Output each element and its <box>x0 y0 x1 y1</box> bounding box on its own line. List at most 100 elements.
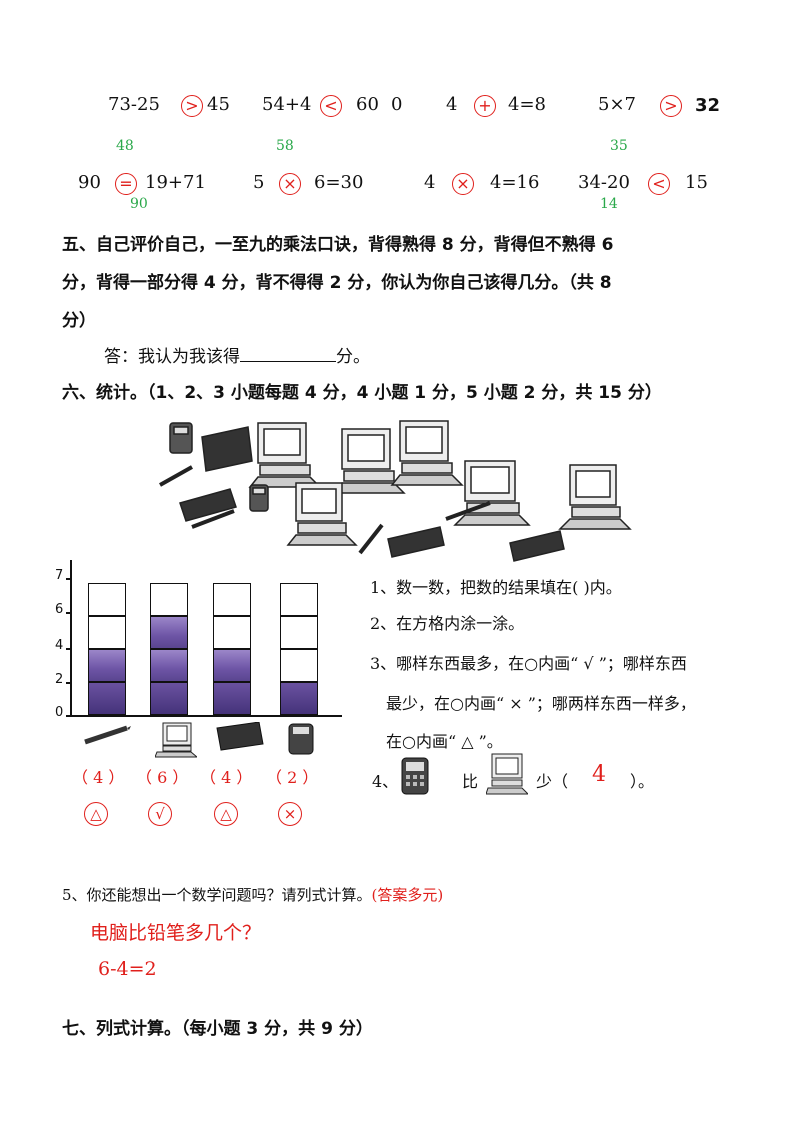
section-7-title: 七、列式计算。（每小题 3 分，共 9 分） <box>62 1019 373 1039</box>
compare-symbol: > <box>660 95 682 117</box>
pencil-icon <box>445 501 491 521</box>
y-tick-label: 2 <box>55 672 64 687</box>
bar-cell-empty[interactable] <box>280 616 318 649</box>
question-4-close: ）。 <box>630 772 655 791</box>
note: 35 <box>610 138 628 154</box>
question-5-answer-question: 电脑比铅笔多几个？ <box>90 922 262 944</box>
expr: 90 <box>78 172 101 193</box>
expr: 73-25 <box>108 94 160 115</box>
count-label: （ 6 ） <box>136 768 189 787</box>
bar-cell-filled[interactable] <box>280 682 318 715</box>
computer-icon <box>248 422 322 488</box>
keyboard-icon <box>179 488 237 522</box>
expr: 54+4 <box>262 94 312 115</box>
y-tick <box>66 648 71 650</box>
keyboard-icon <box>387 526 445 558</box>
answer-suffix: 分。 <box>336 347 370 367</box>
bar-cell-filled[interactable] <box>88 649 126 682</box>
count-label: （ 4 ） <box>72 768 125 787</box>
bar-cell-empty[interactable] <box>88 583 126 616</box>
expr: 60 <box>356 94 379 115</box>
compare-symbol: = <box>115 173 137 195</box>
compare-symbol: < <box>648 173 670 195</box>
note: 58 <box>276 138 294 154</box>
computer-icon <box>486 753 528 795</box>
pencil-icon <box>358 523 384 555</box>
expr: 5 <box>253 172 265 193</box>
expr: 4=8 <box>508 94 546 115</box>
bar-cell-empty[interactable] <box>280 649 318 682</box>
compare-symbol: > <box>181 95 203 117</box>
bar-chart: 0 2 4 6 7 <box>55 560 345 790</box>
computer-icon <box>286 482 358 546</box>
calculator-icon <box>401 757 429 795</box>
operator-symbol: + <box>474 95 496 117</box>
pencil-icon <box>81 722 131 750</box>
expr: 19+71 <box>145 172 206 193</box>
y-tick-label: 4 <box>55 638 64 653</box>
pencil-icon <box>191 509 235 529</box>
pencil-icon <box>159 465 193 487</box>
bar-cell-filled[interactable] <box>213 682 251 715</box>
computer-icon <box>154 722 199 762</box>
bar-cell-empty[interactable] <box>88 616 126 649</box>
section-5-line: 分） <box>62 311 96 331</box>
bar-cell-filled[interactable] <box>213 649 251 682</box>
question-4-prefix: 4、 <box>372 772 399 791</box>
question-4-suffix: 少（ <box>536 772 569 791</box>
x-axis <box>70 715 342 717</box>
answer-prefix: 答：我认为我该得 <box>104 347 240 367</box>
bar-cell-filled[interactable] <box>88 682 126 715</box>
question-3c: 在○内画“ △ ”。 <box>386 732 503 751</box>
question-4-answer: 4 <box>592 762 606 787</box>
bar-cell-empty[interactable] <box>213 616 251 649</box>
computer-icon <box>390 420 464 486</box>
y-tick-label: 7 <box>55 568 64 583</box>
keyboard-icon <box>215 721 265 756</box>
operator-symbol: × <box>452 173 474 195</box>
y-tick <box>66 682 71 684</box>
compare-symbol: < <box>320 95 342 117</box>
note: 48 <box>116 138 134 154</box>
calculator-icon <box>169 422 193 454</box>
bar-cell-filled[interactable] <box>150 682 188 715</box>
question-5-answer-calc: 6-4=2 <box>98 958 157 980</box>
bar-cell-filled[interactable] <box>150 616 188 649</box>
y-tick-label: 0 <box>55 705 64 720</box>
count-label: （ 4 ） <box>200 768 253 787</box>
question-5-text: 5、你还能想出一个数学问题吗？请列式计算。 <box>62 886 372 904</box>
note: 14 <box>600 196 618 212</box>
section-5-line: 五、自己评价自己，一至九的乘法口诀，背得熟得 8 分，背得但不熟得 6 <box>62 235 614 255</box>
question-3b: 最少，在○内画“ × ”；哪两样东西一样多， <box>386 694 696 713</box>
expr: 34-20 <box>578 172 630 193</box>
expr: 6=30 <box>314 172 364 193</box>
result-mark: △ <box>84 802 108 826</box>
calculator-icon <box>249 484 269 512</box>
note: 90 <box>130 196 148 212</box>
computer-icon <box>558 464 632 530</box>
expr: 4 <box>424 172 436 193</box>
bar-cell-empty[interactable] <box>213 583 251 616</box>
y-tick <box>66 715 71 717</box>
items-illustration <box>159 420 632 562</box>
bar-cell-empty[interactable] <box>150 583 188 616</box>
answer-blank[interactable] <box>240 343 336 362</box>
question-5: 5、你还能想出一个数学问题吗？请列式计算。(答案多元) <box>62 884 443 905</box>
section-6-title: 六、统计。（1、2、3 小题每题 4 分，4 小题 1 分，5 小题 2 分，共… <box>62 383 662 403</box>
expr: 5×7 <box>598 94 636 115</box>
expr: 45 <box>207 94 230 115</box>
computer-icon <box>453 460 531 526</box>
y-tick <box>66 578 71 580</box>
y-tick-label: 6 <box>55 602 64 617</box>
y-tick <box>66 612 71 614</box>
result-mark: × <box>278 802 302 826</box>
bar-cell-empty[interactable] <box>280 583 318 616</box>
question-5-note: (答案多元) <box>371 886 444 904</box>
question-1: 1、数一数，把数的结果填在( )内。 <box>370 578 622 597</box>
expr: 4 <box>446 94 458 115</box>
result-mark: △ <box>214 802 238 826</box>
expr: 0 <box>391 94 403 115</box>
section-5-line: 分，背得一部分得 4 分，背不得得 2 分，你认为你自己该得几分。（共 8 <box>62 273 612 293</box>
bar-cell-filled[interactable] <box>150 649 188 682</box>
calculator-icon <box>287 722 315 760</box>
